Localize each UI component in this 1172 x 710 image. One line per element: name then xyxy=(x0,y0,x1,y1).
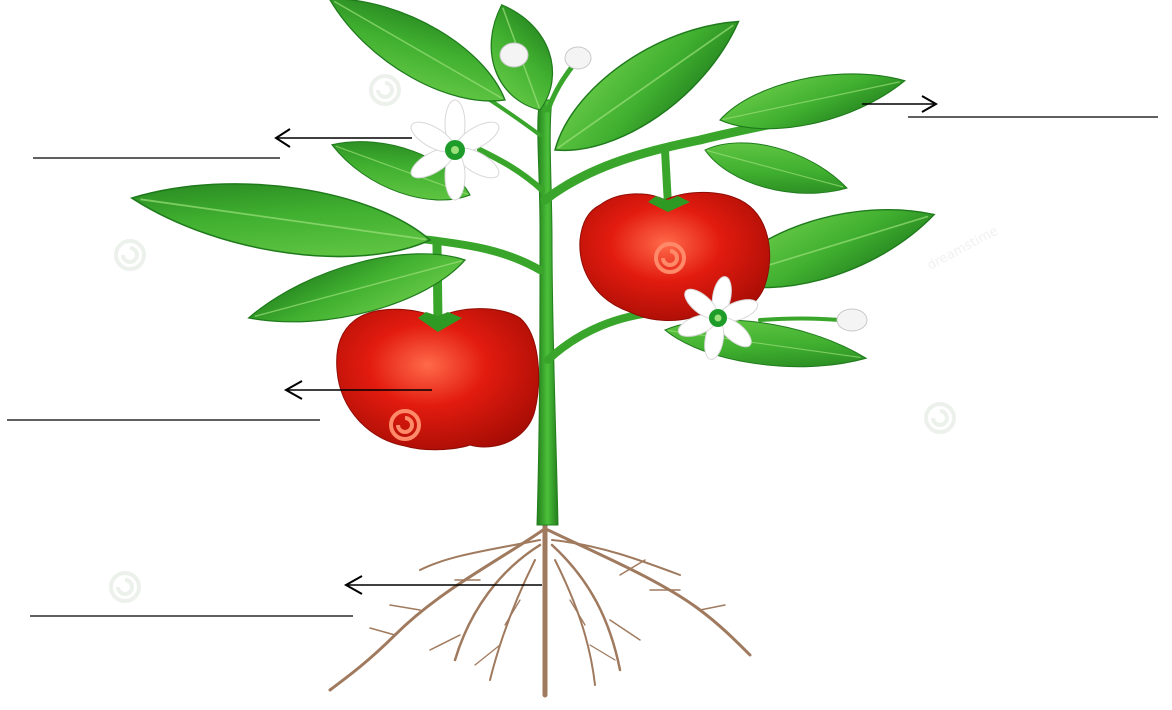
pepper-fruit-lower xyxy=(337,309,539,450)
swirl-watermark-icon xyxy=(926,404,954,432)
main-stem xyxy=(537,100,558,525)
swirl-watermark-icon xyxy=(111,573,139,601)
swirl-watermark-icon xyxy=(371,76,399,104)
leaf xyxy=(316,0,519,124)
swirl-watermark-icon xyxy=(116,241,144,269)
leaves xyxy=(127,0,942,379)
arrow-root xyxy=(346,576,542,594)
watermark-text: dreamstime xyxy=(925,224,1001,274)
roots xyxy=(330,520,750,695)
